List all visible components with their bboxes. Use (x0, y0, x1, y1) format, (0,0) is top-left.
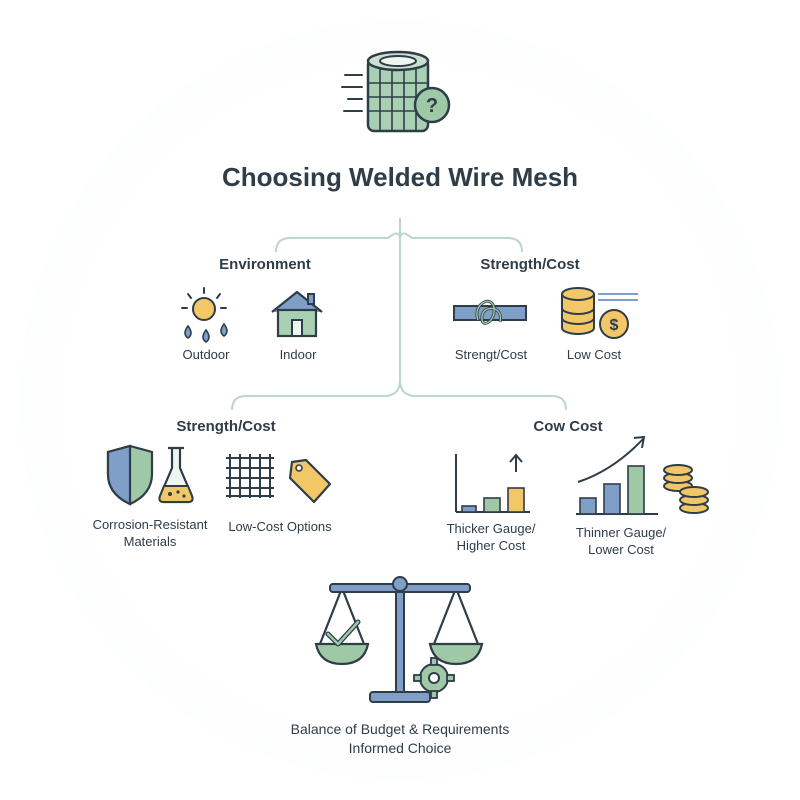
label-corrosion-resistant: Corrosion-Resistant Materials (80, 516, 220, 550)
label-corrosion-line1: Corrosion-Resistant (92, 517, 208, 532)
label-thicker-line1: Thicker Gauge/ (446, 521, 536, 536)
mesh-roll-question-icon: ? (341, 50, 451, 133)
label-low-cost-options: Low-Cost Options (228, 519, 332, 534)
label-indoor: Indoor (279, 347, 317, 362)
knot-icon (453, 299, 527, 325)
footer-caption: Balance of Budget & Requirements Informe… (250, 720, 550, 758)
label-thinner-line1: Thinner Gauge/ (575, 525, 667, 540)
heading-strength-cost-top: Strength/Cost (480, 256, 580, 273)
heading-environment: Environment (219, 256, 311, 273)
footer-line1: Balance of Budget & Requirements (290, 721, 510, 737)
label-thinner-line2: Lower Cost (588, 542, 654, 557)
page-title: Choosing Welded Wire Mesh (221, 162, 579, 192)
shield-flask-icon (106, 444, 194, 506)
label-thicker-line2: Higher Cost (456, 538, 526, 553)
label-outdoor: Outdoor (182, 347, 230, 362)
svg-text:?: ? (426, 95, 438, 117)
label-corrosion-line2: Materials (123, 534, 177, 549)
coins-dollar-icon: $ (561, 287, 638, 339)
sun-rain-icon (181, 287, 228, 343)
label-thicker-gauge: Thicker Gauge/ Higher Cost (436, 520, 546, 554)
heading-cow-cost: Cow Cost (533, 418, 603, 435)
bar-chart-coins-icon (576, 435, 709, 515)
bar-chart-up-icon (455, 453, 530, 513)
svg-text:$: $ (610, 317, 619, 334)
footer-line2: Informed Choice (348, 740, 452, 756)
label-thinner-gauge: Thinner Gauge/ Lower Cost (566, 524, 676, 558)
balance-scale-icon (314, 576, 484, 703)
label-low-cost: Low Cost (566, 347, 622, 362)
heading-strength-cost-bottom: Strength/Cost (176, 418, 276, 435)
label-strengt-cost: Strengt/Cost (454, 347, 528, 362)
house-icon (271, 290, 323, 338)
mesh-tag-icon (226, 454, 332, 504)
